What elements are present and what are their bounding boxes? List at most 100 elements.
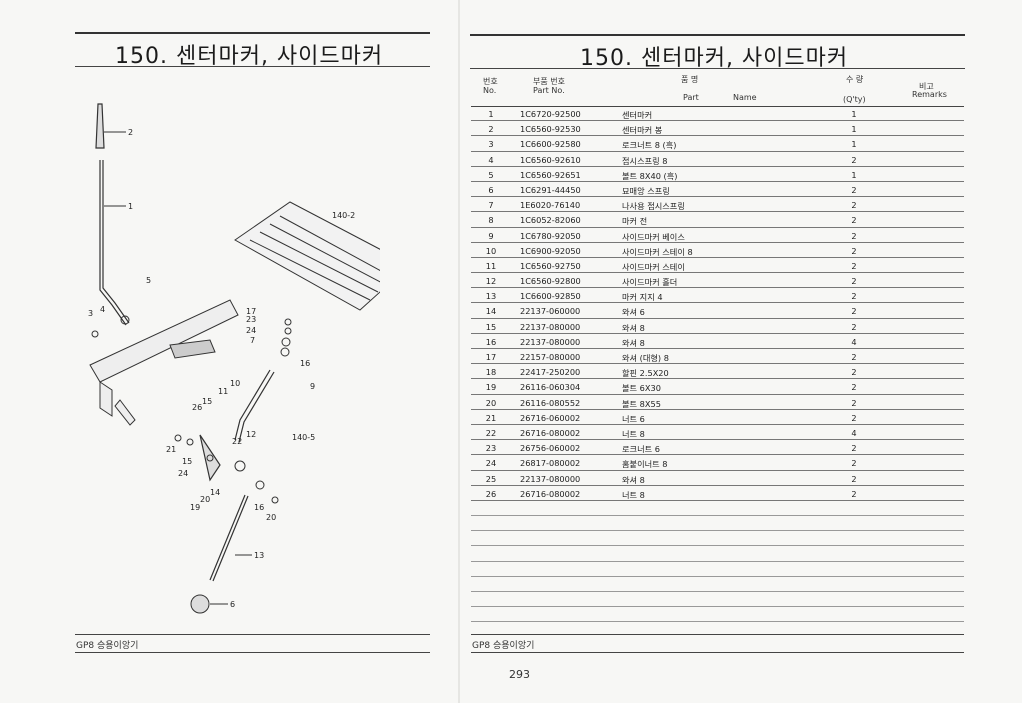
row-no: 3 <box>488 139 494 150</box>
callout-15b: 15 <box>182 457 192 466</box>
title-top-rule <box>75 32 430 34</box>
row-part-name: 와셔 6 <box>622 307 645 318</box>
row-part-name: 로크너트 6 <box>622 444 660 455</box>
row-no: 10 <box>485 245 497 256</box>
row-qty: 1 <box>851 139 857 150</box>
row-no: 1 <box>488 109 494 119</box>
row-part-name: 센터마커 봉 <box>622 125 663 136</box>
table-header-rule <box>471 106 964 107</box>
row-part-number: 22417-250200 <box>520 367 581 378</box>
callout-1: 1 <box>128 202 133 211</box>
row-qty: 2 <box>851 306 857 317</box>
callout-26: 26 <box>192 403 202 412</box>
row-part-name: 로크너트 8 (흑) <box>622 140 677 151</box>
callout-9: 9 <box>310 382 315 391</box>
row-part-number: 22137-080000 <box>520 473 581 484</box>
exploded-parts-diagram: 2 1 5 4 3 140-2 140-1 17 <box>88 103 380 614</box>
callout-140-5: 140-5 <box>292 433 315 442</box>
row-part-name: 너트 6 <box>622 413 645 424</box>
empty-table-row <box>471 546 964 562</box>
row-part-number: 1C6780-92050 <box>520 230 581 241</box>
callout-5: 5 <box>146 276 151 285</box>
row-part-name: 너트 8 <box>622 428 645 439</box>
row-qty: 2 <box>851 260 857 271</box>
row-part-number: 1C6720-92500 <box>520 109 581 119</box>
header-name-ko: 품 명 <box>681 75 699 84</box>
empty-table-row <box>471 501 964 517</box>
row-part-number: 26716-080002 <box>520 427 581 438</box>
callout-22: 21 <box>166 445 176 454</box>
row-part-number: 26716-060002 <box>520 412 581 423</box>
marker-support <box>209 494 249 582</box>
callout-17: 16 <box>300 359 310 368</box>
callout-12: 12 <box>246 430 256 439</box>
header-remarks-ko: 비고 <box>919 82 934 91</box>
row-qty: 2 <box>851 443 857 454</box>
row-part-number: 22137-080000 <box>520 321 581 332</box>
row-qty: 1 <box>851 169 857 180</box>
callout-18: 17 <box>246 307 256 316</box>
row-no: 11 <box>485 260 497 271</box>
row-part-name: 홈붙이너트 8 <box>622 459 668 470</box>
row-qty: 2 <box>851 352 857 362</box>
row-qty: 4 <box>851 336 857 347</box>
page-fold <box>458 0 460 703</box>
callout-25b: 24 <box>178 469 188 478</box>
right-title-top-rule <box>470 34 965 36</box>
callout-3: 3 <box>88 309 93 318</box>
empty-table-row <box>471 607 964 623</box>
row-qty: 2 <box>851 215 857 226</box>
row-qty: 2 <box>851 382 857 393</box>
row-no: 22 <box>485 427 497 438</box>
header-remarks-en: Remarks <box>912 90 947 99</box>
row-qty: 2 <box>851 200 857 211</box>
row-qty: 2 <box>851 458 857 469</box>
row-part-name: 볼트 8X40 (흑) <box>622 170 678 181</box>
row-no: 18 <box>485 367 497 378</box>
callout-2: 2 <box>128 128 133 137</box>
row-no: 7 <box>488 200 494 211</box>
row-part-number: 1C6291-44450 <box>520 184 581 195</box>
callout-23: 22 <box>232 437 242 446</box>
row-qty: 2 <box>851 276 857 287</box>
right-footer-rule-bottom <box>471 652 964 653</box>
row-part-number: 1C6052-82060 <box>520 215 581 226</box>
row-no: 8 <box>488 215 494 226</box>
row-no: 15 <box>485 321 497 332</box>
parts-table-header: 번호 No. 부품 번호 Part No. 품 명 Part Name 수 량 … <box>471 74 964 106</box>
row-part-number: 26817-080002 <box>520 458 581 469</box>
row-no: 23 <box>485 443 497 454</box>
right-footer-rule <box>471 634 964 635</box>
row-qty: 2 <box>851 230 857 241</box>
row-part-name: 사이드마커 홀더 <box>622 277 678 288</box>
row-part-number: 1C6900-92050 <box>520 245 581 256</box>
row-qty: 2 <box>851 397 857 408</box>
callout-20: 20 <box>266 513 276 522</box>
header-qty-en: (Q'ty) <box>843 95 866 104</box>
row-no: 4 <box>488 154 494 165</box>
row-part-name: 할핀 2.5X20 <box>622 368 669 379</box>
row-part-number: 26716-080002 <box>520 488 581 499</box>
callout-4: 4 <box>100 305 105 314</box>
row-no: 9 <box>488 230 494 241</box>
callout-25: 24 <box>246 326 256 335</box>
row-no: 14 <box>485 306 497 317</box>
callout-14: 14 <box>210 488 220 497</box>
callout-10: 10 <box>230 379 240 388</box>
row-part-number: 26116-060304 <box>520 382 581 393</box>
row-no: 5 <box>488 169 494 180</box>
row-part-number: 1C6560-92610 <box>520 154 581 165</box>
row-part-number: 1C6560-92800 <box>520 276 581 287</box>
